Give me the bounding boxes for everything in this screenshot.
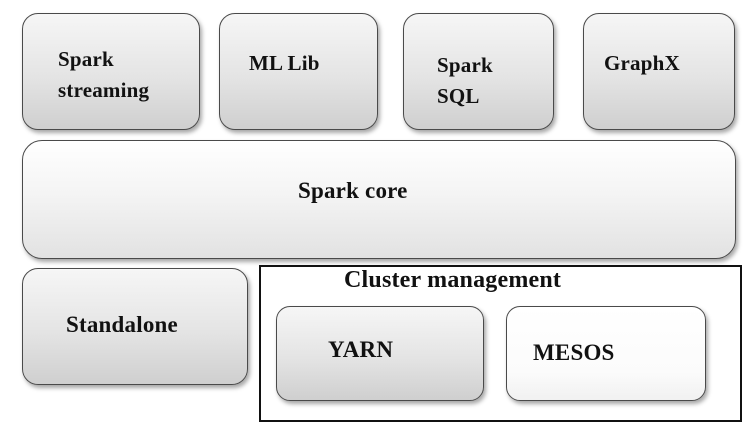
- mllib-label: ML Lib: [249, 51, 320, 75]
- spark-sql-box: [403, 13, 554, 130]
- graphx-box: [583, 13, 735, 130]
- standalone-box: [22, 268, 248, 385]
- cluster-management-title: Cluster management: [344, 267, 562, 293]
- mllib-box: [219, 13, 378, 130]
- spark-streaming-box: [22, 13, 200, 130]
- standalone-label: Standalone: [66, 312, 178, 337]
- spark-core-box: [22, 140, 736, 259]
- spark-core-label: Spark core: [298, 178, 408, 203]
- mesos-label: MESOS: [533, 340, 615, 365]
- spark-sql-label-line2: SQL: [437, 84, 480, 108]
- yarn-label: YARN: [328, 337, 394, 362]
- spark-streaming-label-line1: Spark: [58, 47, 114, 71]
- spark-streaming-label: Spark streaming: [58, 44, 149, 106]
- spark-streaming-label-line2: streaming: [58, 78, 150, 102]
- spark-sql-label: Spark SQL: [437, 50, 493, 112]
- spark-sql-label-line1: Spark: [437, 53, 493, 77]
- mesos-box: [506, 306, 706, 401]
- yarn-box: [276, 306, 484, 401]
- graphx-label: GraphX: [604, 51, 680, 75]
